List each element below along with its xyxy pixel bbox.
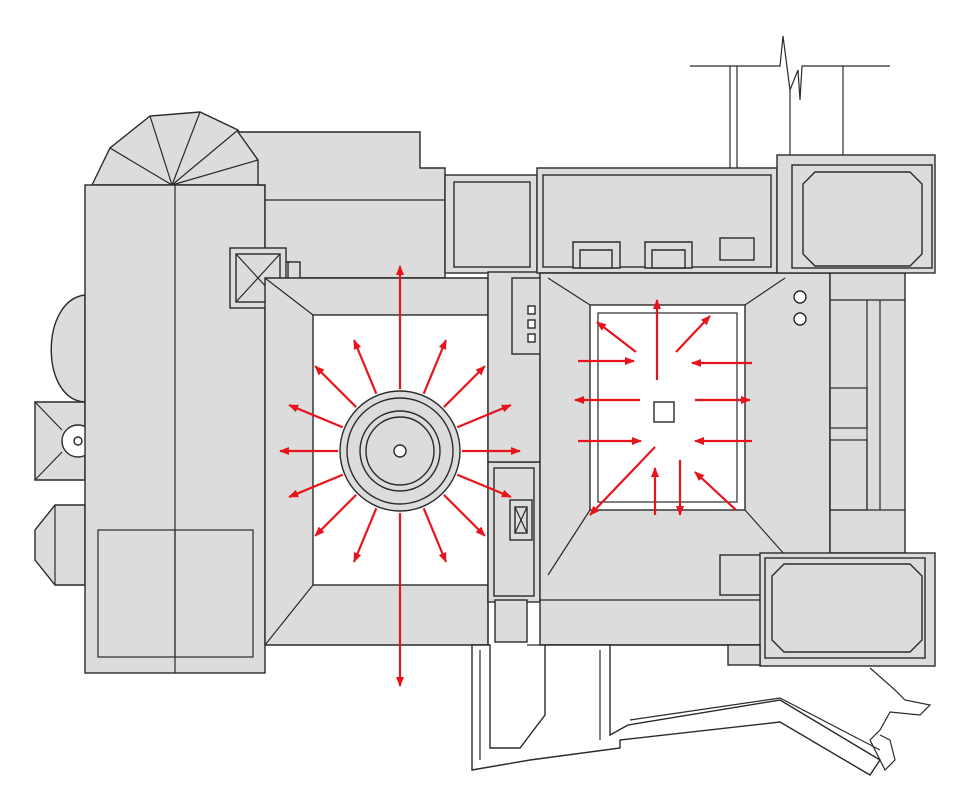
west-wing bbox=[34, 111, 266, 674]
arrow-west-4 bbox=[456, 404, 512, 429]
west-apse-lower bbox=[34, 504, 86, 586]
west-court-arrows bbox=[279, 265, 521, 687]
central-link bbox=[487, 271, 547, 463]
east-range bbox=[829, 272, 906, 554]
south-east-tower bbox=[727, 552, 936, 667]
arrow-west-12 bbox=[288, 473, 344, 498]
west-apse-upper bbox=[50, 294, 86, 403]
arrow-east-10 bbox=[589, 446, 656, 516]
north-outline-lines bbox=[690, 35, 890, 168]
arrow-west-11 bbox=[314, 494, 357, 537]
square-feature bbox=[653, 401, 675, 423]
arrow-west-6 bbox=[456, 473, 512, 498]
arrow-east-12 bbox=[694, 471, 737, 511]
arrow-west-2 bbox=[422, 339, 447, 395]
arrow-east-3 bbox=[675, 315, 711, 353]
spiral-stair bbox=[90, 111, 263, 186]
south-east-stair-outline bbox=[869, 667, 932, 772]
arrow-west-16 bbox=[353, 339, 378, 395]
arrow-west-7 bbox=[443, 494, 486, 537]
south-annex bbox=[471, 599, 881, 776]
arrow-west-14 bbox=[288, 404, 344, 429]
north-east-tower bbox=[776, 154, 936, 274]
arrow-west-15 bbox=[314, 365, 357, 408]
round-fountain bbox=[339, 390, 461, 512]
east-court-arrows bbox=[574, 299, 752, 516]
arrow-west-8 bbox=[422, 507, 447, 563]
arrow-west-10 bbox=[353, 507, 378, 563]
arrow-west-3 bbox=[443, 365, 486, 408]
arrow-east-2 bbox=[596, 321, 637, 353]
